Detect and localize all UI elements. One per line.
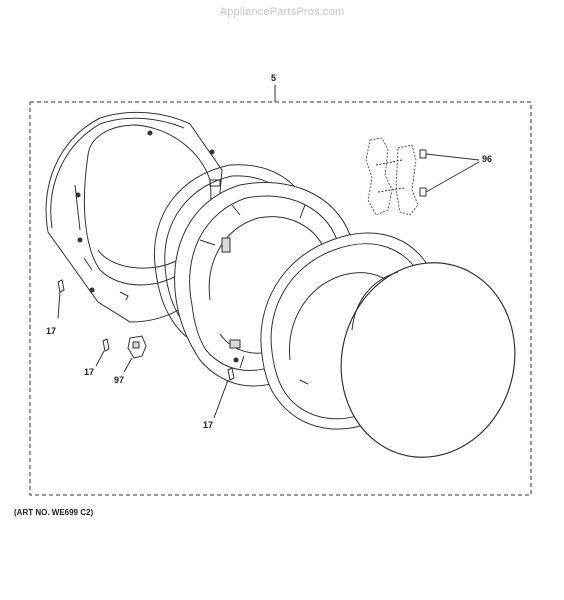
leader-96-b (425, 161, 480, 193)
watermark: AppliancePartsPros.com (219, 6, 345, 18)
assembly-boundary (29, 101, 532, 496)
outer-door-cover (340, 262, 516, 458)
screw-17-left (57, 279, 65, 319)
hinge-pins (365, 137, 427, 216)
callout-screw-left: 17 (46, 326, 57, 336)
art-number: (ART NO. WE699 C2) (14, 508, 94, 517)
callout-bracket: 97 (114, 375, 125, 385)
bracket-97 (123, 335, 147, 373)
callout-assembly: 5 (271, 73, 277, 83)
leader-96-a (425, 153, 480, 161)
callout-screw-middle: 17 (84, 367, 95, 377)
screw-17-middle (95, 338, 110, 367)
callout-screw-right: 17 (203, 420, 214, 430)
screw-17-right (213, 367, 235, 419)
callout-hinge-pins: 96 (482, 154, 493, 164)
